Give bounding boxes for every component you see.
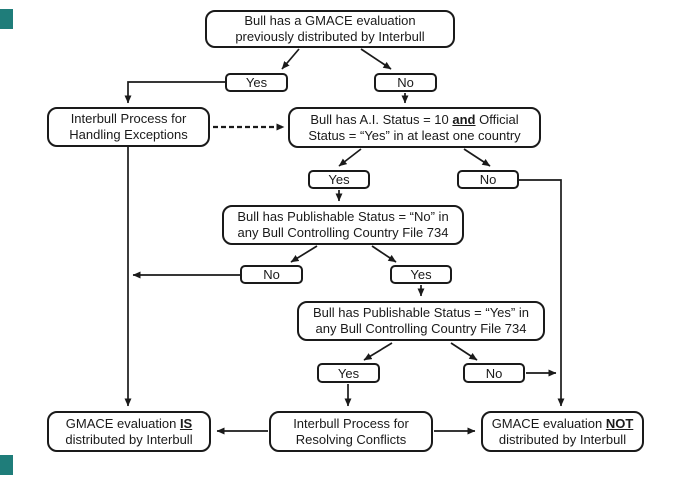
is-distributed-line2: distributed by Interbull bbox=[65, 431, 193, 447]
node-yes-3: Yes bbox=[390, 265, 452, 284]
node-is-distributed: GMACE evaluation IS distributed by Inter… bbox=[47, 411, 211, 452]
node-yes-4: Yes bbox=[317, 363, 380, 383]
not-distributed-line2: distributed by Interbull bbox=[498, 431, 627, 447]
node-yes-2: Yes bbox=[308, 170, 370, 189]
publishable-no-line2: any Bull Controlling Country File 734 bbox=[237, 225, 449, 240]
resolving-conflicts-line1: Interbull Process for bbox=[293, 415, 409, 431]
publishable-yes-line1: Bull has Publishable Status = “Yes” in bbox=[313, 305, 529, 320]
yes-label: Yes bbox=[245, 75, 268, 90]
node-no-2: No bbox=[457, 170, 519, 189]
ai-status-line1: Bull has A.I. Status = 10 and Official bbox=[310, 111, 519, 127]
no-label: No bbox=[485, 365, 503, 381]
node-no-4: No bbox=[463, 363, 525, 383]
not-distributed-line1: GMACE evaluation NOT bbox=[491, 415, 634, 431]
handling-exceptions-line1: Interbull Process for bbox=[70, 111, 187, 126]
publishable-no-line1: Bull has Publishable Status = “No” in bbox=[237, 209, 449, 224]
emphasis-and: and bbox=[452, 111, 476, 127]
emphasis-not: NOT bbox=[605, 415, 634, 431]
node-ai-status: Bull has A.I. Status = 10 and Official S… bbox=[288, 107, 541, 148]
ai-status-line2: Status = “Yes” in at least one country bbox=[308, 127, 521, 143]
node-resolving-conflicts: Interbull Process for Resolving Conflict… bbox=[269, 411, 433, 452]
yes-label: Yes bbox=[410, 267, 432, 282]
node-yes-1: Yes bbox=[225, 73, 288, 92]
node-no-3: No bbox=[240, 265, 303, 284]
node-publishable-yes: Bull has Publishable Status = “Yes” in a… bbox=[297, 301, 545, 341]
yes-label: Yes bbox=[337, 365, 360, 381]
node-publishable-no: Bull has Publishable Status = “No” in an… bbox=[222, 205, 464, 245]
publishable-yes-line2: any Bull Controlling Country File 734 bbox=[315, 321, 527, 336]
node-start: Bull has a GMACE evaluation previously d… bbox=[205, 10, 455, 48]
node-start-line2: previously distributed by Interbull bbox=[235, 29, 425, 44]
teal-edge-mark-top bbox=[0, 9, 13, 29]
no-label: No bbox=[479, 172, 497, 187]
yes-label: Yes bbox=[328, 172, 350, 187]
teal-edge-mark-bottom bbox=[0, 455, 13, 475]
node-no-1: No bbox=[374, 73, 437, 92]
handling-exceptions-line2: Handling Exceptions bbox=[69, 127, 188, 142]
node-not-distributed: GMACE evaluation NOT distributed by Inte… bbox=[481, 411, 644, 452]
no-label: No bbox=[263, 267, 280, 282]
emphasis-is: IS bbox=[179, 415, 193, 431]
is-distributed-line1: GMACE evaluation IS bbox=[65, 415, 193, 431]
node-start-line1: Bull has a GMACE evaluation bbox=[244, 13, 416, 28]
node-handling-exceptions: Interbull Process for Handling Exception… bbox=[47, 107, 210, 147]
no-label: No bbox=[397, 75, 414, 90]
resolving-conflicts-line2: Resolving Conflicts bbox=[295, 431, 407, 447]
